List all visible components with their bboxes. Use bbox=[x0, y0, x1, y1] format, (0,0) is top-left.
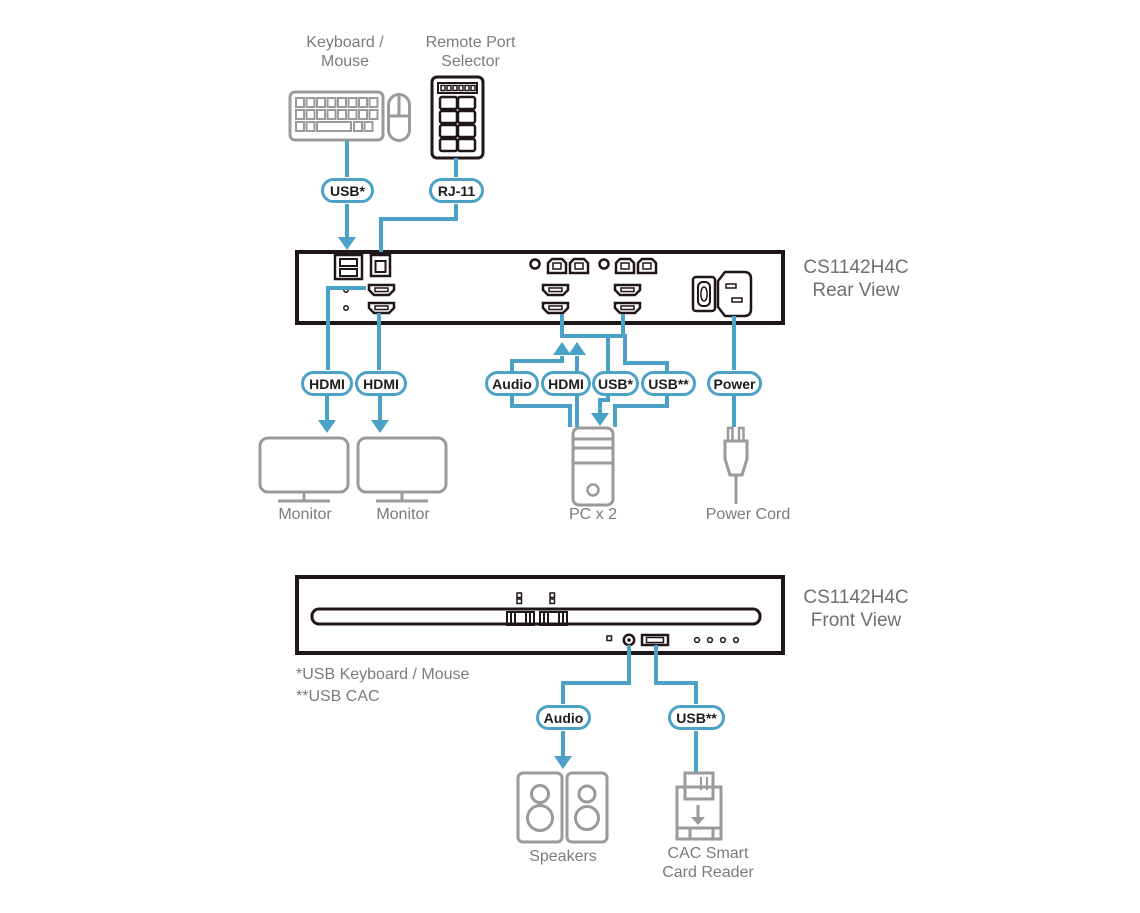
pc1-ports bbox=[529, 257, 590, 315]
remote-port-selector-label: Remote Port Selector bbox=[425, 34, 516, 70]
monitor2-icon bbox=[356, 436, 448, 503]
pill-usb-cac-front: USB** bbox=[668, 705, 725, 730]
power-cord-label: Power Cord bbox=[705, 506, 791, 523]
keyboard-mouse-label: Keyboard / Mouse bbox=[306, 34, 384, 70]
kb-cable-arrow bbox=[338, 237, 356, 250]
mouse-icon bbox=[387, 93, 411, 142]
audio-pc-arrow bbox=[553, 342, 571, 355]
front-usb-port bbox=[640, 633, 670, 647]
power-switch bbox=[691, 275, 717, 313]
monitor1-icon bbox=[258, 436, 350, 503]
footnote-usb: *USB Keyboard / Mouse bbox=[296, 666, 470, 683]
usb-console-port bbox=[333, 254, 364, 281]
pc-label: PC x 2 bbox=[568, 506, 617, 523]
hdmi1-arrow bbox=[318, 420, 336, 433]
power-cord-icon bbox=[723, 426, 749, 504]
usb-pc-cable-lower bbox=[598, 396, 610, 413]
pill-hdmi-monitor1: HDMI bbox=[301, 371, 353, 396]
pill-audio-pc: Audio bbox=[485, 371, 539, 396]
pill-usb-pc: USB* bbox=[592, 371, 639, 396]
rear-panel-ports bbox=[333, 254, 753, 318]
pc-tower-icon bbox=[571, 426, 615, 507]
power-inlet bbox=[716, 270, 753, 318]
pill-usb-keyboard: USB* bbox=[321, 178, 374, 203]
pc2-ports bbox=[598, 257, 658, 315]
hdmi-pc-arrow bbox=[568, 342, 586, 355]
monitor1-label: Monitor bbox=[278, 506, 332, 523]
kvm-rear-panel bbox=[295, 250, 785, 325]
front-indicator-dots bbox=[693, 636, 740, 644]
cac-reader-label: CAC Smart Card Reader bbox=[662, 845, 754, 881]
hdmi-console-ports bbox=[367, 283, 396, 315]
pill-hdmi-pc: HDMI bbox=[541, 371, 591, 396]
audio-pc-cable-upper bbox=[510, 356, 564, 371]
front-faceplate bbox=[310, 607, 762, 626]
usb-cac-pc-cable-upper bbox=[623, 336, 669, 371]
monitor2-label: Monitor bbox=[376, 506, 430, 523]
footnote-cac: **USB CAC bbox=[296, 688, 380, 705]
cac-card-reader-icon bbox=[675, 771, 723, 841]
keyboard-icon bbox=[288, 90, 385, 142]
pill-power: Power bbox=[707, 371, 762, 396]
pill-hdmi-monitor2: HDMI bbox=[355, 371, 407, 396]
front-panel-controls bbox=[310, 592, 762, 647]
front-led bbox=[606, 635, 613, 642]
pill-rj11: RJ-11 bbox=[429, 178, 484, 203]
speakers-arrow bbox=[554, 756, 572, 769]
front-audio-jack bbox=[622, 633, 636, 647]
rj11-port bbox=[369, 254, 392, 278]
port-select-button-1 bbox=[506, 611, 535, 626]
speakers-icon bbox=[516, 771, 609, 844]
front-view-title: CS1142H4C Front View bbox=[803, 587, 909, 631]
audio-pc-cable-lower bbox=[510, 396, 572, 427]
kvm-front-panel bbox=[295, 575, 785, 655]
port-leds bbox=[516, 592, 556, 605]
hdmi2-arrow bbox=[371, 420, 389, 433]
pill-usb-cac-pc: USB** bbox=[641, 371, 696, 396]
usb-cac-pc-cable-lower bbox=[613, 396, 669, 427]
port-select-button-2 bbox=[539, 611, 568, 626]
remote-port-selector-icon bbox=[430, 75, 485, 160]
pill-audio-front: Audio bbox=[536, 705, 591, 730]
rear-view-title: CS1142H4C Rear View bbox=[803, 257, 909, 301]
speakers-label: Speakers bbox=[529, 848, 597, 865]
rj11-cable-lower bbox=[379, 204, 458, 252]
